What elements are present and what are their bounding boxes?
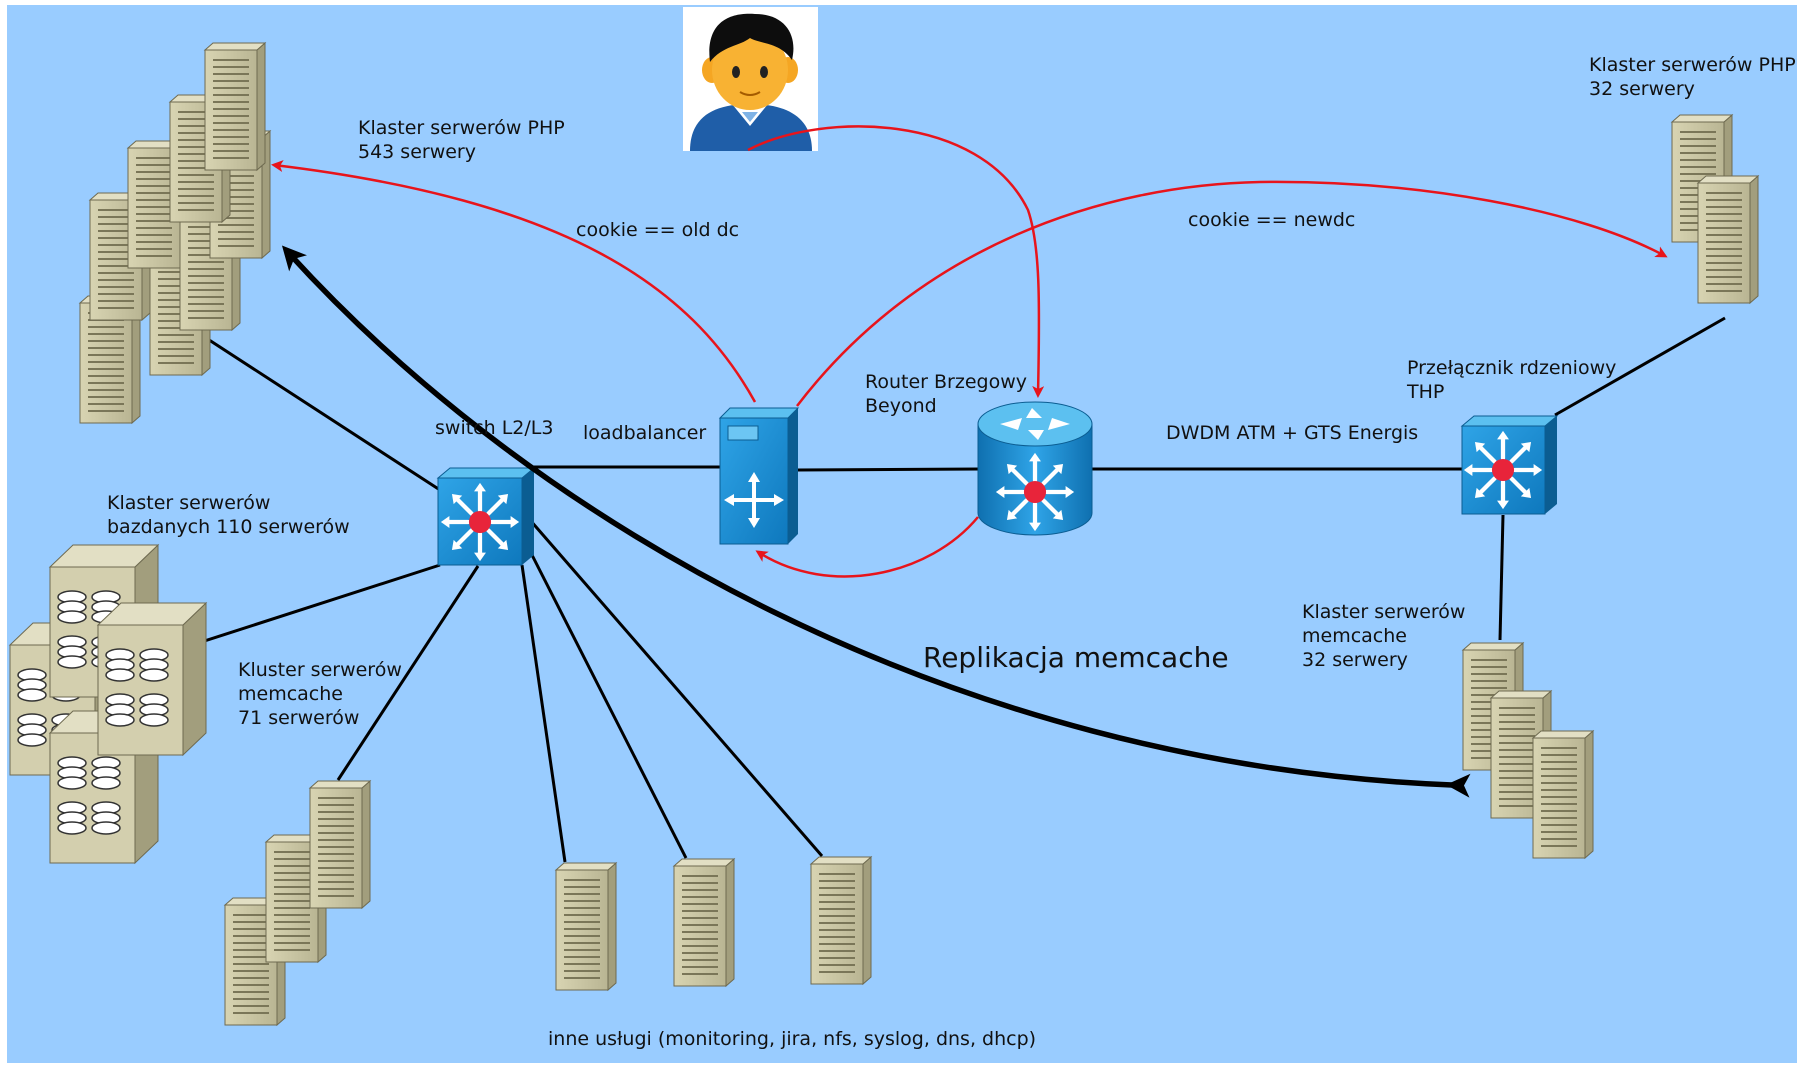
- php-cluster-new-line1: Klaster serwerów PHP: [1589, 54, 1796, 76]
- dwdm-label: DWDM ATM + GTS Energis: [1166, 422, 1419, 444]
- loadbalancer-icon: [718, 407, 800, 545]
- php-cluster-new-label: Klaster serwerów PHP 32 serwery: [1589, 53, 1796, 101]
- switch-label: switch L2/L3: [435, 417, 554, 439]
- core-switch-label: Przełącznik rdzeniowy THP: [1407, 356, 1616, 404]
- link-lb-router: [797, 467, 981, 472]
- memcache-new-line1: Klaster serwerów: [1302, 601, 1466, 623]
- core-switch-line1: Przełącznik rdzeniowy: [1407, 357, 1617, 379]
- memcache-cluster-old-label: Kluster serwerów memcache 71 serwerów: [238, 658, 402, 730]
- core-switch-line2: THP: [1407, 381, 1445, 403]
- layer3-switch-icon: [436, 467, 536, 566]
- memcache-old-line1: Kluster serwerów: [238, 659, 402, 681]
- router-label: Router Brzegowy Beyond: [865, 370, 1027, 418]
- php-cluster-old-line1: Klaster serwerów PHP: [358, 117, 565, 139]
- cookie-new-label: cookie == newdc: [1188, 209, 1356, 231]
- link-core-php-new: [1554, 316, 1726, 417]
- db-cluster-line1: Klaster serwerów: [107, 492, 271, 514]
- core-switch-icon: [1460, 415, 1559, 515]
- loadbalancer-label: loadbalancer: [583, 422, 707, 444]
- router-icon: [977, 401, 1093, 536]
- router-label-line2: Beyond: [865, 395, 937, 417]
- php-cluster-old-label: Klaster serwerów PHP 543 serwery: [358, 116, 565, 164]
- cookie-old-label: cookie == old dc: [576, 219, 740, 241]
- db-cluster-line2: bazdanych 110 serwerów: [107, 516, 350, 538]
- memcache-cluster-new-label: Klaster serwerów memcache 32 serwery: [1302, 600, 1465, 672]
- memcache-new-line3: 32 serwery: [1302, 649, 1408, 671]
- replication-label: Replikacja memcache: [923, 641, 1229, 674]
- php-cluster-old-line2: 543 serwery: [358, 141, 476, 163]
- other-services-servers: [555, 856, 872, 991]
- other-services-label: inne usługi (monitoring, jira, nfs, sysl…: [548, 1028, 1037, 1050]
- router-label-line1: Router Brzegowy: [865, 371, 1027, 393]
- memcache-old-line2: memcache: [238, 683, 343, 705]
- db-cluster-label: Klaster serwerów bazdanych 110 serwerów: [107, 491, 350, 539]
- memcache-new-line2: memcache: [1302, 625, 1407, 647]
- memcache-old-line3: 71 serwerów: [238, 707, 360, 729]
- php-cluster-new-line2: 32 serwery: [1589, 78, 1695, 100]
- replication-arrow: [281, 245, 1471, 798]
- link-core-memcache-new: [1498, 514, 1505, 641]
- user-avatar-icon: [683, 7, 818, 151]
